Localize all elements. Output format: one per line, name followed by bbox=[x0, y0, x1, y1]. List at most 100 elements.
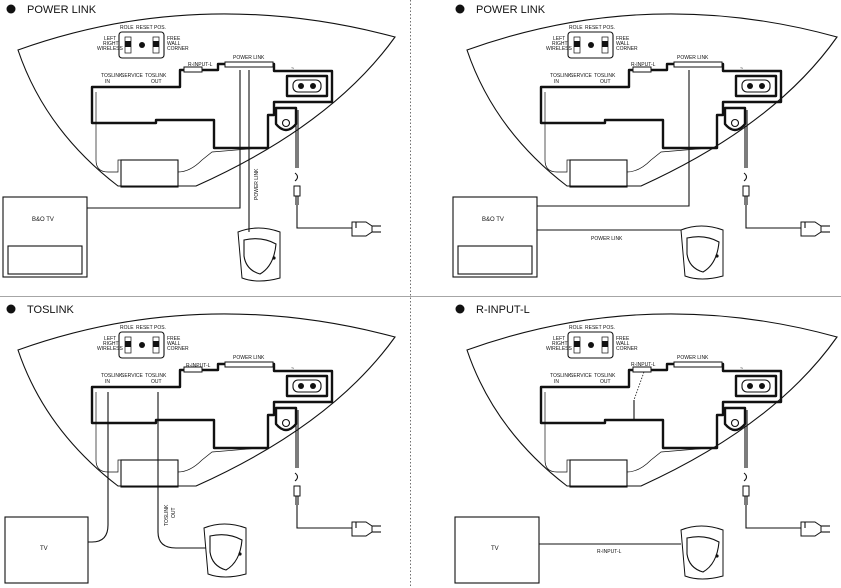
source-device bbox=[454, 516, 540, 584]
toslink-cable-label: TOSLINK bbox=[164, 504, 170, 526]
ac-symbol: ~ bbox=[291, 66, 294, 72]
mains-cable bbox=[744, 410, 748, 468]
rinput-cable bbox=[539, 400, 681, 545]
corner-label: CORNER bbox=[616, 46, 638, 52]
ac-symbol: ~ bbox=[740, 66, 743, 72]
mains-cable-wave bbox=[294, 472, 299, 482]
mains-cable-wave bbox=[743, 172, 748, 182]
powerlink-port-label: POWER LINK bbox=[677, 55, 709, 61]
power-pin-right bbox=[310, 383, 316, 389]
rinput-label: R-INPUT-L bbox=[186, 363, 211, 369]
panel-bullet bbox=[455, 304, 465, 314]
role-switch-knob bbox=[574, 341, 580, 347]
powerlink-port bbox=[673, 61, 723, 68]
satellite-speaker bbox=[203, 523, 247, 578]
toslink-in-sub-label: IN bbox=[554, 379, 559, 385]
mains-plug bbox=[800, 521, 822, 537]
power-pin-left bbox=[298, 83, 304, 89]
panel-bullet bbox=[6, 304, 16, 314]
source-device-screen bbox=[7, 245, 83, 275]
rinput-port bbox=[632, 66, 652, 73]
switch-panel: ROLE RESET POS. LEFT RIGHT WIRELESS FREE… bbox=[546, 25, 638, 59]
toslink-in-sub-label: IN bbox=[105, 379, 110, 385]
pos-label: POS. bbox=[603, 325, 615, 331]
powerlink-port-label: POWER LINK bbox=[677, 355, 709, 361]
pos-switch-knob bbox=[602, 341, 608, 347]
power-socket bbox=[285, 374, 329, 398]
wall-label: WALL bbox=[167, 41, 181, 47]
mains-plug bbox=[800, 221, 822, 237]
toslink-out-label: TOSLINK bbox=[594, 373, 616, 379]
power-pin-left bbox=[747, 83, 753, 89]
pos-label: POS. bbox=[154, 325, 166, 331]
reset-label: RESET bbox=[136, 325, 153, 331]
ac-symbol: ~ bbox=[740, 366, 743, 372]
mains-plug bbox=[351, 521, 373, 537]
powerlink-port bbox=[673, 361, 723, 368]
mains-cable bbox=[744, 110, 748, 168]
free-label: FREE bbox=[616, 336, 630, 342]
satellite-speaker bbox=[237, 227, 281, 282]
service-label: SERVICE bbox=[121, 373, 144, 379]
source-device bbox=[452, 196, 538, 278]
toslink-in-label: TOSLINK bbox=[550, 373, 572, 379]
toslink-out-sub-label: OUT bbox=[151, 79, 162, 85]
pos-switch-knob bbox=[153, 341, 159, 347]
power-pin-left bbox=[298, 383, 304, 389]
rinput-port bbox=[632, 366, 652, 373]
role-switch-knob bbox=[574, 41, 580, 47]
toslink-in-label: TOSLINK bbox=[101, 73, 123, 79]
pos-switch-knob bbox=[602, 41, 608, 47]
panel-bullet bbox=[6, 4, 16, 14]
source-device bbox=[2, 196, 88, 278]
wireless-label: WIRELESS bbox=[546, 346, 573, 352]
role-switch-knob bbox=[125, 341, 131, 347]
stand-recess bbox=[569, 159, 628, 188]
stand-recess bbox=[120, 159, 179, 188]
stand-recess bbox=[569, 459, 628, 488]
power-socket-inner bbox=[292, 379, 322, 393]
wireless-label: WIRELESS bbox=[97, 346, 124, 352]
toslink-out-cable bbox=[157, 392, 206, 549]
panel-r-input-l: R-INPUT-L ROLE RESET POS. LEFT RIGHT WIR… bbox=[454, 304, 838, 584]
powerlink-port-label: POWER LINK bbox=[233, 355, 265, 361]
mains-cable-lower bbox=[744, 186, 801, 229]
service-label: SERVICE bbox=[570, 373, 593, 379]
source-device-label: B&O TV bbox=[482, 217, 504, 223]
switch-panel: ROLE RESET POS. LEFT RIGHT WIRELESS FREE… bbox=[97, 325, 189, 359]
free-label: FREE bbox=[167, 36, 181, 42]
right-label: RIGHT bbox=[552, 341, 568, 347]
mains-cable bbox=[295, 410, 299, 468]
role-label: ROLE bbox=[120, 25, 134, 31]
toslink-out-label: TOSLINK bbox=[145, 73, 167, 79]
rinput-label: R-INPUT-L bbox=[631, 362, 656, 368]
mains-cable-ferrule bbox=[293, 485, 301, 497]
left-label: LEFT bbox=[553, 36, 565, 42]
satellite-speaker bbox=[680, 225, 724, 280]
service-label: SERVICE bbox=[570, 73, 593, 79]
toslink-out-sub-label: OUT bbox=[600, 379, 611, 385]
mains-cable-lower bbox=[295, 486, 352, 529]
panel-title: TOSLINK bbox=[27, 304, 75, 316]
rinput-port bbox=[183, 66, 203, 73]
toslink-cable-sub-label: OUT bbox=[171, 507, 177, 518]
free-label: FREE bbox=[167, 336, 181, 342]
reset-button bbox=[139, 342, 145, 348]
powerlink-cable-label: POWER LINK bbox=[254, 168, 260, 200]
powerlink-cable-1 bbox=[537, 70, 690, 207]
reset-label: RESET bbox=[136, 25, 153, 31]
corner-label: CORNER bbox=[167, 46, 189, 52]
mains-plug bbox=[351, 221, 373, 237]
rinput-cable-label: R-INPUT-L bbox=[597, 549, 622, 555]
right-label: RIGHT bbox=[552, 41, 568, 47]
power-pin-right bbox=[759, 83, 765, 89]
switch-housing bbox=[118, 331, 165, 359]
reset-label: RESET bbox=[585, 25, 602, 31]
panel-title: POWER LINK bbox=[27, 4, 97, 16]
corner-label: CORNER bbox=[167, 346, 189, 352]
toslink-out-sub-label: OUT bbox=[600, 79, 611, 85]
source-device-label: TV bbox=[491, 546, 499, 552]
left-label: LEFT bbox=[553, 336, 565, 342]
speaker-outline bbox=[466, 313, 838, 487]
